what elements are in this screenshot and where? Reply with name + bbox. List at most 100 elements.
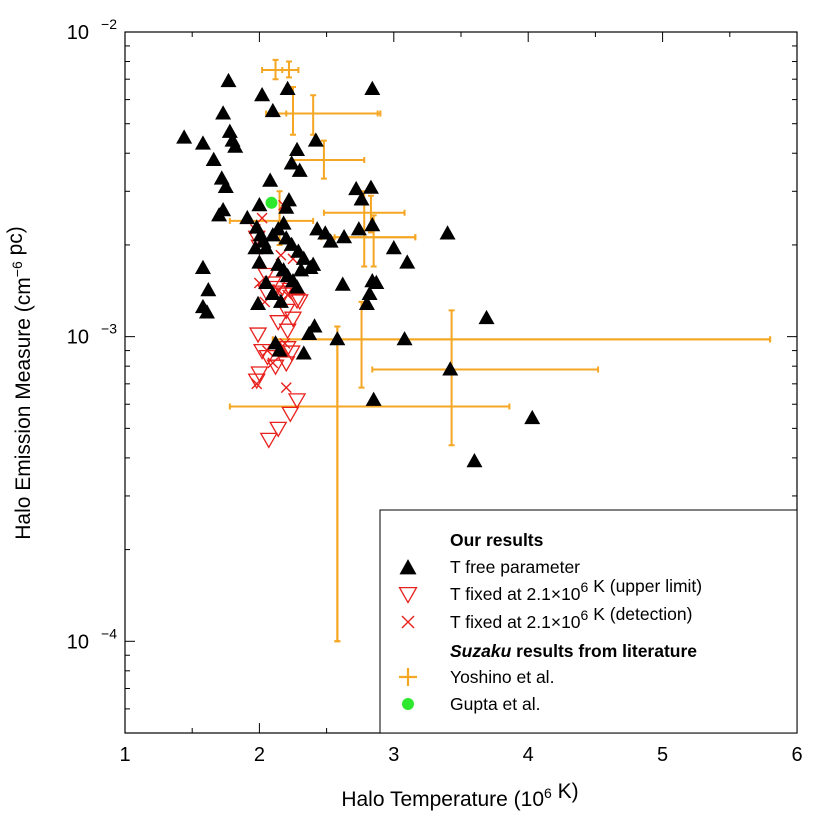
free-parameter-marker — [251, 254, 268, 269]
free-parameter-marker — [211, 207, 228, 222]
free-parameter-marker — [279, 80, 296, 95]
upper-limit-marker — [281, 406, 300, 423]
x-tick-label: 5 — [657, 744, 668, 766]
upper-limit-marker — [248, 327, 268, 344]
free-parameter-marker — [385, 240, 402, 255]
gupta-marker — [265, 196, 278, 209]
legend-yoshino-marker — [399, 668, 417, 686]
upper-limit-marker — [282, 345, 301, 362]
legend-label-upper: T fixed at 2.1×106 K (upper limit) — [450, 576, 702, 604]
free-parameter-marker — [478, 309, 495, 325]
upper-limit-marker — [247, 373, 266, 390]
legend-symbol-yoshino — [399, 668, 417, 686]
free-parameter-marker — [217, 178, 234, 193]
free-parameter-marker — [295, 250, 312, 265]
free-parameter-marker — [364, 217, 381, 232]
free-parameter-marker — [361, 285, 378, 301]
free-parameter-marker — [194, 135, 211, 150]
legend-label-gupta: Gupta et al. — [450, 694, 540, 714]
y-tick-label: 10−4 — [67, 625, 117, 653]
y-tick-label: 10−3 — [67, 321, 117, 349]
detection-marker — [256, 212, 268, 224]
free-parameter-marker — [224, 132, 241, 147]
y-tick-exponent: −2 — [101, 16, 117, 32]
series-yoshino — [228, 58, 772, 643]
free-parameter-marker — [258, 240, 275, 255]
legend-gupta-marker — [402, 698, 414, 710]
upper-limit-marker — [290, 294, 309, 311]
legend-label-free: T free parameter — [450, 557, 580, 577]
detection-marker — [251, 378, 263, 390]
upper-limit-marker — [269, 421, 288, 438]
free-parameter-marker — [215, 105, 232, 120]
free-parameter-marker — [176, 129, 193, 144]
legend-detect-marker — [401, 615, 415, 629]
free-parameter-marker — [442, 361, 459, 376]
free-parameter-marker — [358, 295, 375, 310]
free-parameter-marker — [293, 262, 310, 277]
free-parameter-marker — [289, 141, 306, 156]
yoshino-errorbar-point — [228, 325, 511, 643]
free-parameter-marker — [396, 331, 413, 346]
series-free — [176, 72, 541, 468]
free-parameter-marker — [239, 209, 256, 225]
free-parameter-marker — [262, 172, 279, 187]
free-parameter-marker — [322, 233, 339, 248]
legend-upper-marker — [398, 586, 418, 604]
detection-marker — [267, 357, 279, 369]
free-parameter-marker — [329, 331, 346, 346]
free-parameter-marker — [309, 221, 326, 236]
free-parameter-marker — [362, 179, 379, 194]
upper-limit-marker — [283, 311, 303, 328]
free-parameter-marker — [278, 199, 295, 214]
free-parameter-marker — [295, 345, 312, 360]
legend-symbol-upper — [398, 586, 418, 604]
upper-limit-marker — [259, 432, 278, 449]
free-parameter-marker — [350, 221, 367, 236]
legend-symbol-detect — [401, 615, 415, 629]
free-parameter-marker — [220, 72, 237, 88]
free-parameter-marker — [364, 80, 381, 95]
free-parameter-marker — [524, 409, 541, 425]
legend-label-detect: T fixed at 2.1×106 K (detection) — [450, 604, 692, 632]
legend-label-yoshino: Yoshino et al. — [450, 667, 554, 687]
free-parameter-marker — [275, 215, 292, 230]
free-parameter-marker — [198, 304, 215, 319]
free-parameter-marker — [258, 274, 275, 289]
free-parameter-marker — [466, 452, 483, 468]
free-parameter-marker — [439, 225, 456, 240]
free-parameter-marker — [200, 282, 217, 297]
free-parameter-marker — [251, 196, 268, 212]
y-tick-exponent: −3 — [101, 321, 117, 337]
free-parameter-marker — [194, 259, 211, 274]
yoshino-errorbar-point — [228, 190, 315, 246]
legend-group2-title-rest: results from literature — [511, 641, 697, 661]
free-parameter-marker — [254, 87, 271, 102]
x-tick-label: 1 — [119, 744, 130, 766]
free-parameter-marker — [399, 254, 416, 269]
upper-limit-marker — [278, 323, 297, 340]
legend-group2-title: Suzaku results from literature — [450, 641, 697, 661]
x-tick-label: 3 — [388, 744, 399, 766]
legend-group1-title: Our results — [450, 530, 544, 550]
yoshino-errorbar-point — [281, 60, 300, 79]
upper-limit-marker — [277, 356, 296, 373]
data-layer — [176, 58, 772, 643]
legend-free-marker — [399, 559, 417, 575]
free-parameter-marker — [336, 228, 353, 244]
legend-group2-title-italic: Suzaku — [450, 641, 512, 661]
yoshino-errorbar-point — [333, 214, 417, 268]
free-parameter-marker — [283, 236, 300, 251]
upper-limit-marker — [269, 315, 288, 331]
yoshino-errorbar-point — [371, 309, 600, 447]
x-tick-label: 4 — [523, 744, 534, 766]
free-parameter-marker — [368, 274, 385, 289]
free-parameter-marker — [250, 295, 267, 310]
free-parameter-marker — [305, 256, 322, 271]
free-parameter-marker — [334, 276, 351, 291]
yoshino-errorbar-point — [285, 94, 379, 136]
free-parameter-marker — [289, 279, 306, 294]
free-parameter-marker — [348, 180, 365, 196]
